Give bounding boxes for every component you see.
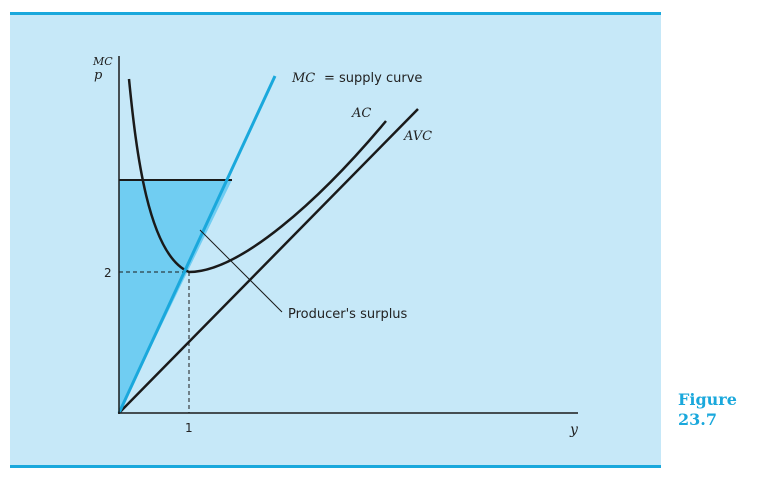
avc-curve-label: AVC bbox=[403, 129, 432, 144]
top-rule bbox=[10, 12, 661, 15]
y-axis-label-mc: MC bbox=[92, 55, 113, 68]
bottom-rule bbox=[10, 465, 661, 468]
mc-supply-curve bbox=[117, 75, 277, 414]
ac-curve bbox=[127, 78, 387, 274]
ac-curve-label: AC bbox=[351, 106, 371, 121]
avc-curve bbox=[118, 108, 419, 414]
y-axis-label-p: p bbox=[94, 68, 103, 83]
x-tick-1: 1 bbox=[185, 421, 193, 435]
x-axis-label: y bbox=[569, 422, 579, 438]
mc-curve-label: MC bbox=[291, 71, 315, 86]
figure-word: Figure bbox=[678, 390, 737, 409]
producer-surplus-label: Producer's surplus bbox=[288, 307, 408, 322]
surplus-leader-line bbox=[199, 229, 283, 313]
supply-curve-label: = supply curve bbox=[324, 71, 422, 86]
figure-number: 23.7 bbox=[678, 410, 717, 429]
figure-caption: Figure 23.7 bbox=[678, 390, 753, 430]
y-tick-2: 2 bbox=[104, 266, 112, 280]
